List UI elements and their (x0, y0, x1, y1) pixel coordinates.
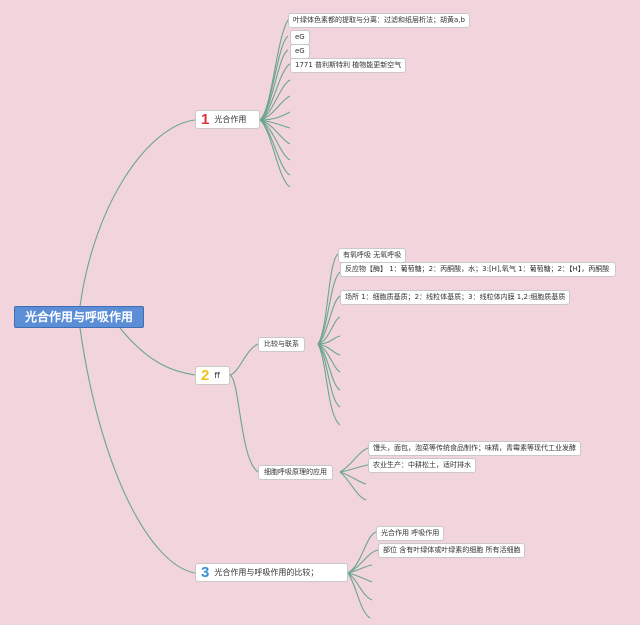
branch-number: 1 (201, 111, 210, 128)
root-node[interactable]: 光合作用与呼吸作用 (14, 306, 144, 328)
branch-label: 光合作用与呼吸作用的比较； (214, 568, 319, 577)
sub-1-leaf-2[interactable]: 反应物【酶】 1：葡萄糖；2：丙酮酸，水；3:[H],氧气 1：葡萄糖；2：【H… (340, 262, 616, 277)
branch-3-leaf-2[interactable]: 部位 含有叶绿体或叶绿素的细胞 所有活细胞 (378, 543, 526, 558)
branch-number: 3 (201, 564, 210, 581)
branch-2-sub-2[interactable]: 细胞呼吸原理的应用 (258, 465, 333, 480)
branch-2-node[interactable]: 2 ff (195, 366, 230, 385)
branch-number: 2 (201, 367, 210, 384)
branch-2-sub-1[interactable]: 比较与联系 (258, 337, 305, 352)
sub-1-leaf-1[interactable]: 有氧呼吸 无氧呼吸 (338, 248, 407, 263)
edge-root-branch3 (79, 327, 196, 574)
edge-root-branch2 (119, 327, 196, 376)
branch-3-node[interactable]: 3 光合作用与呼吸作用的比较； (195, 563, 348, 582)
branch-3-leaf-1[interactable]: 光合作用 呼吸作用 (376, 526, 445, 541)
branch-label: 光合作用 (214, 115, 247, 124)
branch-1-leaf-1[interactable]: 叶绿体色素都的提取与分离：过滤和纸层析法；胡黄a,b (288, 13, 470, 28)
branch-label: ff (214, 371, 220, 380)
edge-root-branch1 (79, 119, 196, 307)
branch-1-leaf-3[interactable]: eG (290, 44, 310, 59)
sub-2-leaf-2[interactable]: 农业生产：中耕松土，适时排水 (368, 458, 476, 473)
sub-2-leaf-1[interactable]: 馒头，面包，泡菜等传统食品制作；味精，青霉素等现代工业发酵 (368, 441, 581, 456)
sub-1-leaf-3[interactable]: 场所 1：细胞质基质；2：线粒体基质；3：线粒体内膜 1,2:细胞质基质 (340, 290, 571, 305)
branch-1-leaf-2[interactable]: eG (290, 30, 310, 45)
branch-1-node[interactable]: 1 光合作用 (195, 110, 260, 129)
branch-1-leaf-4[interactable]: 1771 普利斯特利 植物能更新空气 (290, 58, 407, 73)
